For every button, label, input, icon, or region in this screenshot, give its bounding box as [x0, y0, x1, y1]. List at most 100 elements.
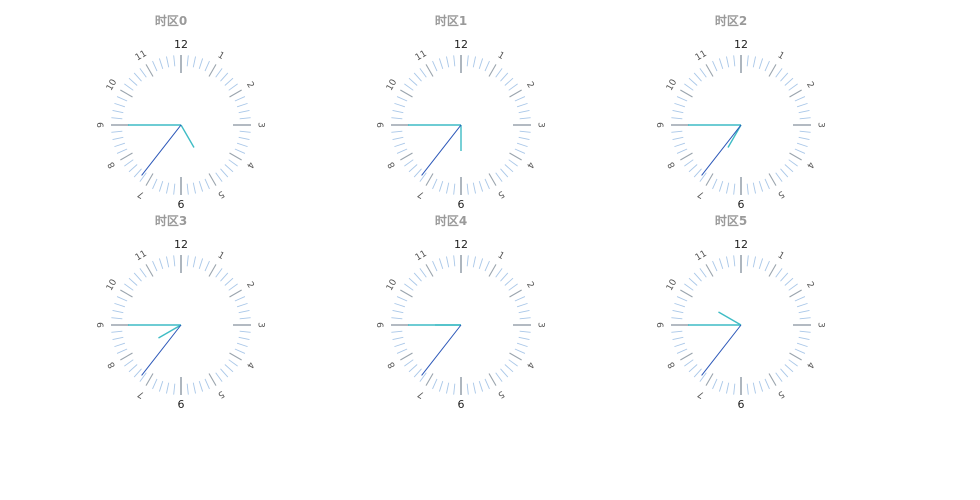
minute-tick — [752, 182, 756, 194]
minute-tick — [674, 102, 686, 108]
hour-label: 2 — [244, 80, 256, 90]
hour-tick — [768, 64, 777, 77]
minute-tick — [788, 159, 798, 167]
hour-label: 6 — [178, 398, 185, 411]
hour-label: 10 — [105, 78, 120, 93]
hour-label: 12 — [174, 238, 188, 251]
hour-tick — [425, 264, 434, 277]
hour-label: 1 — [216, 50, 226, 62]
minute-tick — [186, 55, 189, 67]
minute-tick — [228, 283, 238, 291]
minute-tick — [124, 283, 134, 291]
minute-tick — [518, 136, 530, 140]
minute-tick — [234, 296, 246, 302]
hour-label: 5 — [776, 188, 786, 200]
minute-tick — [192, 382, 196, 394]
hour-tick — [789, 152, 802, 161]
minute-tick — [799, 117, 811, 120]
minute-tick — [408, 364, 418, 373]
minute-tick — [676, 348, 688, 354]
minute-tick — [799, 330, 811, 333]
clock-title: 时区2 — [715, 13, 747, 28]
hour-tick — [145, 373, 154, 386]
minute-tick — [794, 348, 806, 354]
minute-tick — [752, 256, 756, 268]
minute-tick — [516, 302, 528, 308]
minute-tick — [139, 68, 147, 78]
minute-tick — [758, 58, 764, 70]
minute-tick — [758, 258, 764, 270]
minute-tick — [446, 56, 450, 68]
minute-tick — [234, 348, 246, 354]
hour-tick — [768, 373, 777, 386]
minute-tick — [438, 180, 444, 192]
minute-tick — [116, 296, 128, 302]
hour-label: 5 — [496, 388, 506, 400]
minute-tick — [396, 296, 408, 302]
minute-tick — [446, 256, 450, 268]
minute-tick — [438, 58, 444, 70]
minute-tick — [746, 55, 749, 67]
hour-label: 6 — [458, 198, 465, 211]
minute-tick — [484, 378, 490, 390]
minute-tick — [780, 272, 789, 282]
minute-tick — [204, 378, 210, 390]
minute-tick — [684, 159, 694, 167]
minute-tick — [198, 258, 204, 270]
minute-tick — [516, 342, 528, 348]
minute-tick — [139, 372, 147, 382]
minute-tick — [775, 172, 783, 182]
hour-label: 1 — [776, 50, 786, 62]
minute-tick — [671, 117, 683, 120]
minute-tick — [413, 368, 422, 378]
hour-label: 7 — [416, 388, 426, 400]
minute-tick — [224, 77, 234, 86]
hour-label: 10 — [665, 78, 680, 93]
minute-tick — [192, 256, 196, 268]
minute-tick — [699, 68, 707, 78]
minute-tick — [758, 180, 764, 192]
minute-tick — [158, 58, 164, 70]
minute-tick — [775, 268, 783, 278]
hour-tick — [768, 173, 777, 186]
minute-tick — [404, 83, 414, 91]
hour-label: 10 — [665, 278, 680, 293]
minute-tick — [466, 183, 469, 195]
minute-tick — [764, 178, 770, 190]
minute-tick — [796, 102, 808, 108]
hour-label: 12 — [454, 238, 468, 251]
minute-tick — [504, 77, 514, 86]
hour-tick — [768, 264, 777, 277]
minute-tick — [780, 72, 789, 82]
minute-tick — [718, 180, 724, 192]
hour-tick — [705, 64, 714, 77]
hour-label: 3 — [816, 322, 826, 328]
minute-tick — [688, 77, 698, 86]
minute-tick — [746, 255, 749, 267]
minute-tick — [114, 102, 126, 108]
minute-tick — [413, 72, 422, 82]
hour-tick — [120, 89, 133, 98]
minute-tick — [394, 342, 406, 348]
hour-label: 11 — [134, 249, 149, 263]
minute-tick — [780, 168, 789, 178]
minute-tick — [733, 383, 736, 395]
hour-label: 11 — [694, 249, 709, 263]
minute-tick — [466, 383, 469, 395]
minute-tick — [234, 148, 246, 154]
hour-label: 6 — [738, 398, 745, 411]
minute-tick — [116, 148, 128, 154]
hour-label: 12 — [734, 38, 748, 51]
minute-tick — [408, 77, 418, 86]
minute-tick — [204, 60, 210, 72]
minute-tick — [404, 159, 414, 167]
minute-tick — [688, 277, 698, 286]
minute-tick — [466, 55, 469, 67]
hour-hand — [180, 124, 195, 148]
minute-tick — [784, 364, 794, 373]
minute-tick — [500, 368, 509, 378]
clock-title: 时区3 — [155, 213, 187, 228]
hour-label: 4 — [804, 160, 816, 170]
minute-tick — [504, 277, 514, 286]
